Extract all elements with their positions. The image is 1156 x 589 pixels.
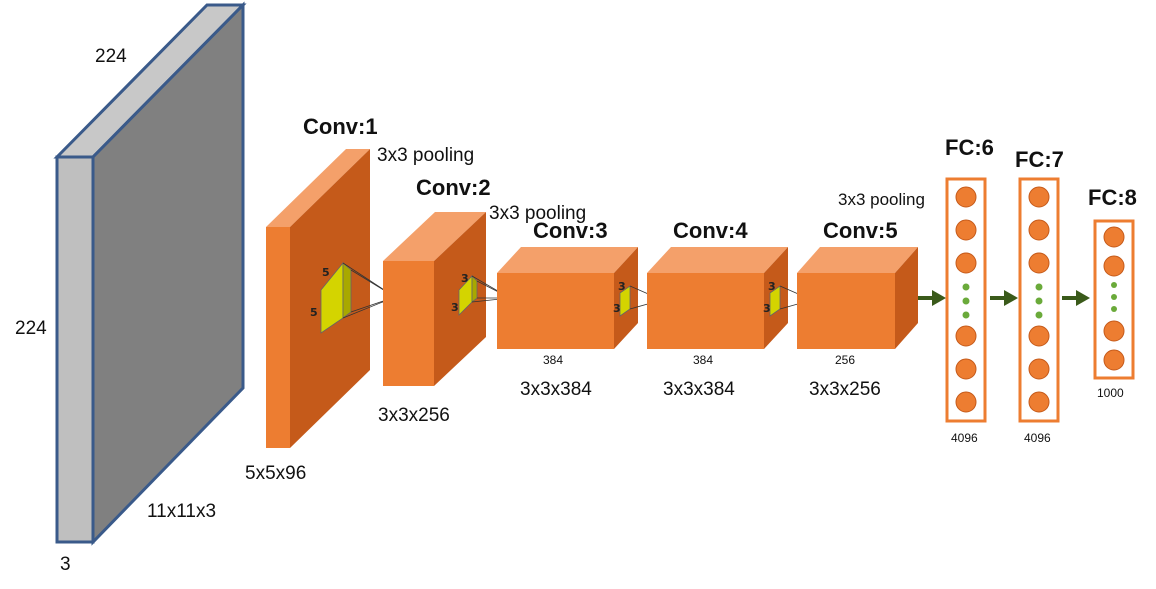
- neuron: [1103, 226, 1125, 248]
- conv2-pool-label: 3x3 pooling: [489, 203, 586, 224]
- fc7-layer: [1018, 177, 1060, 423]
- conv5-kernel-label: 3x3x256: [809, 379, 881, 400]
- fc8-size-label: 1000: [1097, 386, 1124, 400]
- arrow-right-icon: [990, 290, 1018, 306]
- conv2-kernel-side: [471, 275, 478, 303]
- conv2-kernel-dim: 3: [461, 272, 469, 285]
- conv3-front-face: [497, 273, 614, 349]
- input-side-face: [91, 1, 245, 546]
- conv4-kernel-label: 3x3x384: [663, 379, 735, 400]
- conv2-kernel-dim: 3: [451, 301, 459, 314]
- fc6-layer: [945, 177, 987, 423]
- ellipsis-dot: [1035, 283, 1043, 291]
- conv4-block: [647, 247, 813, 349]
- conv2-top-face: [383, 212, 486, 261]
- conv1-kernel-label: 5x5x96: [245, 463, 306, 484]
- input-height-label: 224: [15, 318, 47, 339]
- ellipsis-dot: [1035, 297, 1043, 305]
- arrow-right-icon: [918, 290, 946, 306]
- conv4-size-label: 384: [693, 353, 713, 367]
- conv1-pool-label: 3x3 pooling: [377, 145, 474, 166]
- conv2-front-face: [383, 261, 434, 386]
- conv5-block: [797, 247, 918, 349]
- ellipsis-dot: [1035, 311, 1043, 319]
- ellipsis-dot: [962, 297, 970, 305]
- neuron: [955, 391, 977, 413]
- arrows: [918, 290, 1090, 306]
- conv5-front-face: [797, 273, 895, 349]
- ellipsis-dot: [962, 311, 970, 319]
- conv3-block: [497, 247, 663, 349]
- conv1-kernel-dim: 5: [322, 266, 330, 279]
- neuron: [955, 358, 977, 380]
- ellipsis-dot: [1111, 294, 1117, 300]
- conv1-kernel-dim: 5: [310, 306, 318, 319]
- neuron: [955, 186, 977, 208]
- input-depth-label: 3: [60, 554, 71, 575]
- input-volume: [53, 1, 247, 546]
- neuron: [955, 219, 977, 241]
- conv5-title: Conv:5: [823, 218, 898, 243]
- fc8-title: FC:8: [1088, 185, 1137, 210]
- conv5-top-face: [797, 247, 918, 273]
- conv5-pool-label: 3x3 pooling: [838, 190, 925, 209]
- neuron: [1103, 255, 1125, 277]
- conv2-kernel-label: 3x3x256: [378, 405, 450, 426]
- neuron: [1103, 349, 1125, 371]
- neuron: [1028, 391, 1050, 413]
- ellipsis-dot: [1111, 306, 1117, 312]
- neuron: [955, 325, 977, 347]
- fc6-size-label: 4096: [951, 431, 978, 445]
- fc8-layer: [1093, 219, 1135, 380]
- conv3-title: Conv:3: [533, 218, 608, 243]
- conv1-front-face: [266, 227, 290, 448]
- conv4-front-face: [647, 273, 764, 349]
- conv3-kernel-dim: 3: [618, 280, 626, 293]
- conv3-kernel-label: 3x3x384: [520, 379, 592, 400]
- conv4-kernel-dim: 3: [763, 302, 771, 315]
- conv4-title: Conv:4: [673, 218, 748, 243]
- conv2-block: [383, 212, 511, 386]
- conv4-top-face: [647, 247, 788, 273]
- neuron: [1028, 219, 1050, 241]
- fc7-title: FC:7: [1015, 147, 1064, 172]
- conv1-title: Conv:1: [303, 114, 378, 139]
- conv1-kernel-side: [342, 262, 352, 319]
- neuron: [955, 252, 977, 274]
- neuron: [1103, 320, 1125, 342]
- conv1-top-face: [266, 149, 370, 227]
- neuron: [1028, 325, 1050, 347]
- input-kernel-label: 11x11x3: [147, 501, 216, 522]
- conv5-size-label: 256: [835, 353, 855, 367]
- conv1-block: [266, 149, 396, 448]
- neuron: [1028, 358, 1050, 380]
- fc7-size-label: 4096: [1024, 431, 1051, 445]
- ellipsis-dot: [962, 283, 970, 291]
- arrow-right-icon: [1062, 290, 1090, 306]
- conv4-kernel-dim: 3: [768, 280, 776, 293]
- neuron: [1028, 252, 1050, 274]
- conv2-title: Conv:2: [416, 175, 491, 200]
- ellipsis-dot: [1111, 282, 1117, 288]
- conv3-size-label: 384: [543, 353, 563, 367]
- conv5-side-face: [895, 247, 918, 349]
- neuron: [1028, 186, 1050, 208]
- fc6-title: FC:6: [945, 135, 994, 160]
- input-front-face: [55, 155, 95, 544]
- input-width-label: 224: [95, 46, 127, 67]
- conv3-kernel-dim: 3: [613, 302, 621, 315]
- conv3-top-face: [497, 247, 638, 273]
